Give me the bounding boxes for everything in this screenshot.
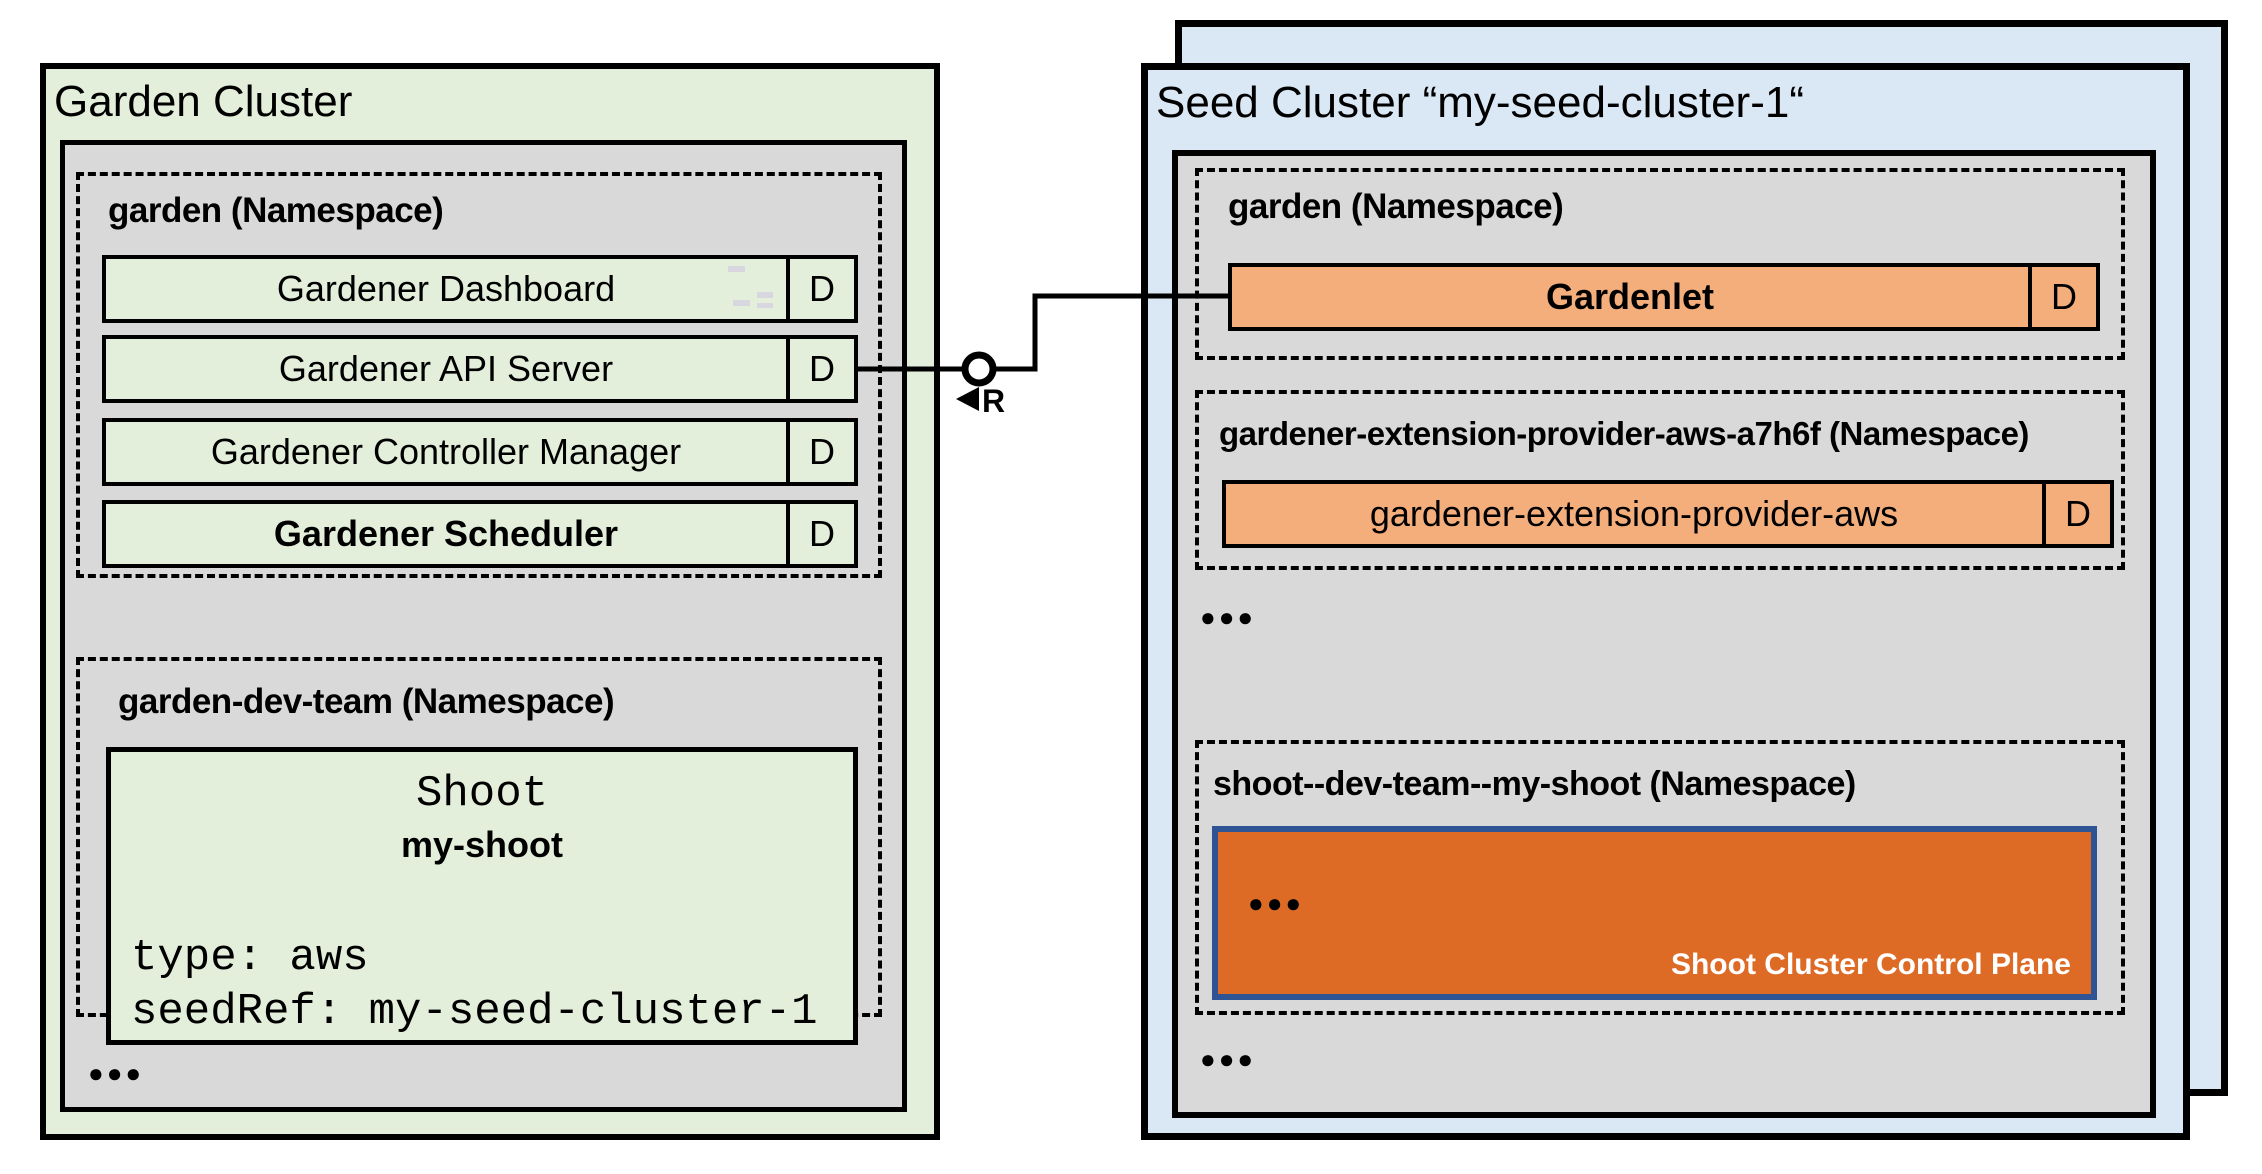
artifact-mark <box>733 300 750 306</box>
artifact-mark <box>757 303 773 308</box>
deployment-badge: D <box>2042 484 2110 544</box>
garden-cluster-title: Garden Cluster <box>54 77 353 126</box>
deployment-badge: D <box>786 259 854 319</box>
seed-cluster-title: Seed Cluster “my-seed-cluster-1“ <box>1156 78 1804 127</box>
shoot-kind: Shoot <box>415 769 549 819</box>
row-label: Gardenlet <box>1545 276 1715 317</box>
shoot-namespace-label: shoot--dev-team--my-shoot (Namespace) <box>1213 765 1856 803</box>
shoot-spec-seedref: seedRef: my-seed-cluster-1 <box>131 987 818 1037</box>
arrow-left-icon <box>956 387 979 411</box>
more-shoot-namespaces-ellipsis: ●●● <box>1200 1044 1257 1074</box>
extension-provider-namespace-label: gardener-extension-provider-aws-a7h6f (N… <box>1219 415 2029 452</box>
row-gardener-scheduler: Gardener Scheduler D <box>102 500 858 568</box>
garden-dev-team-namespace-box: garden-dev-team (Namespace) Shoot my-sho… <box>76 657 882 1045</box>
control-plane-ellipsis: ●●● <box>1248 888 1305 918</box>
interface-lollipop-icon <box>961 351 997 387</box>
row-label: gardener-extension-provider-aws <box>1369 493 1899 534</box>
shoot-cluster-control-plane-box: ●●● Shoot Cluster Control Plane <box>1212 826 2097 1000</box>
connector-r-label: R <box>982 383 1005 419</box>
deployment-badge: D <box>2028 267 2096 327</box>
more-namespaces-ellipsis: ●●● <box>88 1058 145 1088</box>
row-gardener-controller-manager: Gardener Controller Manager D <box>102 418 858 486</box>
garden-cluster-panel: garden (Namespace) Gardener Dashboard D … <box>60 140 907 1112</box>
shoot-namespace-box: shoot--dev-team--my-shoot (Namespace) ●●… <box>1195 740 2125 1015</box>
shoot-name: my-shoot <box>401 824 563 865</box>
shoot-spec-type: type: aws <box>131 933 369 983</box>
row-gardener-api-server: Gardener API Server D <box>102 335 858 403</box>
garden-namespace-label: garden (Namespace) <box>108 191 444 230</box>
shoot-resource-card: Shoot my-shoot type: aws seedRef: my-see… <box>106 747 858 1045</box>
deployment-badge: D <box>786 504 854 564</box>
row-label: Gardener Dashboard <box>276 268 616 309</box>
row-label: Gardener Controller Manager <box>210 431 682 472</box>
row-gardenlet: Gardenlet D <box>1228 263 2100 331</box>
seed-garden-namespace-label: garden (Namespace) <box>1228 187 1564 226</box>
row-label: Gardener API Server <box>278 348 614 389</box>
extension-provider-namespace-box: gardener-extension-provider-aws-a7h6f (N… <box>1195 390 2125 570</box>
artifact-mark <box>757 292 773 298</box>
more-extensions-ellipsis: ●●● <box>1200 602 1257 632</box>
row-gardener-extension-provider-aws: gardener-extension-provider-aws D <box>1222 480 2114 548</box>
seed-cluster-box: Seed Cluster “my-seed-cluster-1“ garden … <box>1141 63 2190 1140</box>
deployment-badge: D <box>786 422 854 482</box>
seed-garden-namespace-box: garden (Namespace) Gardenlet D <box>1195 168 2125 360</box>
row-label: Gardener Scheduler <box>273 513 619 554</box>
seed-cluster-panel: garden (Namespace) Gardenlet D gardener-… <box>1172 150 2156 1118</box>
control-plane-label: Shoot Cluster Control Plane <box>1670 948 2071 981</box>
garden-cluster-box: Garden Cluster garden (Namespace) Garden… <box>40 63 940 1140</box>
garden-dev-team-namespace-label: garden-dev-team (Namespace) <box>118 682 615 721</box>
deployment-badge: D <box>786 339 854 399</box>
garden-namespace-box: garden (Namespace) Gardener Dashboard D … <box>76 172 882 578</box>
artifact-mark <box>728 266 745 272</box>
